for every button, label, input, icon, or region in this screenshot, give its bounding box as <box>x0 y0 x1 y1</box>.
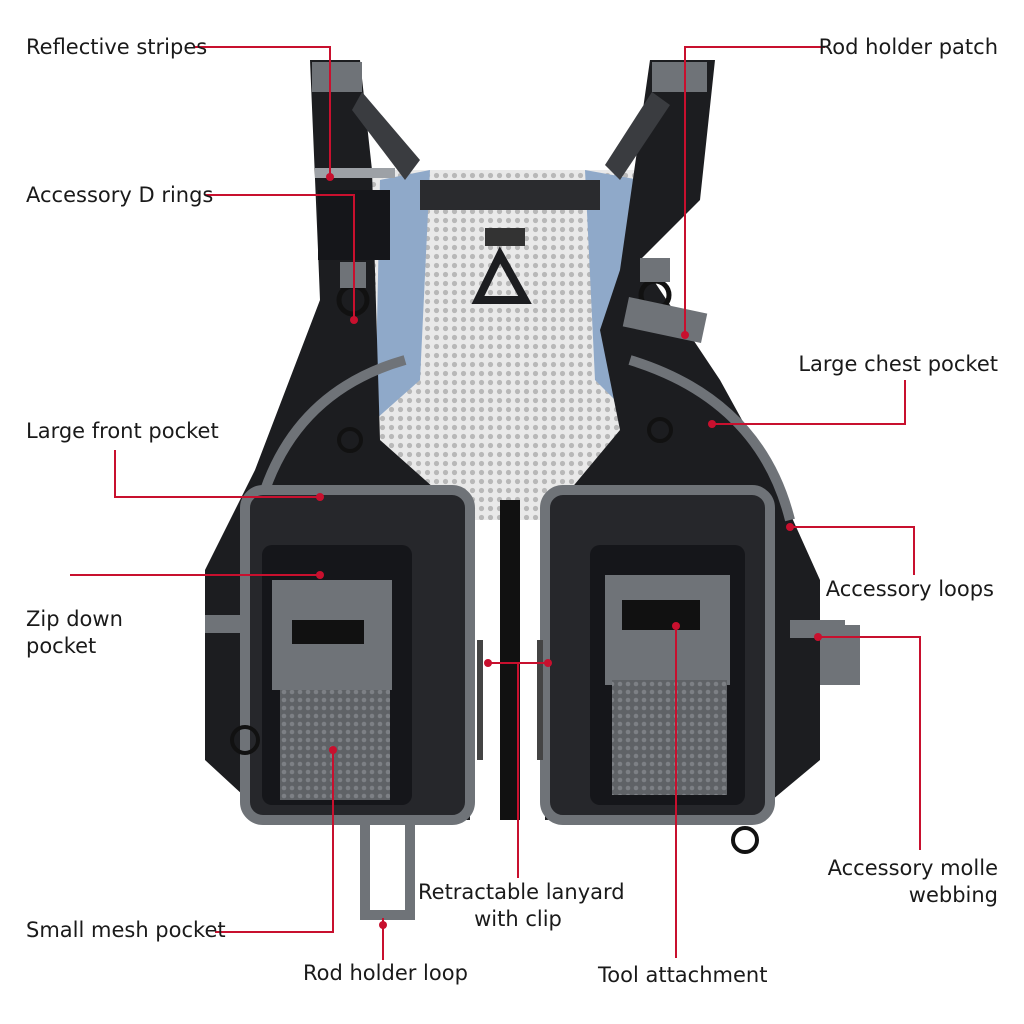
lanyard-coils <box>477 640 543 760</box>
label-accessory-loops: Accessory loops <box>825 577 994 601</box>
label-rod-holder-loop: Rod holder loop <box>303 961 468 985</box>
leader-dots <box>316 173 822 929</box>
molle-buckle <box>820 625 860 685</box>
right-hanging-clip <box>731 826 759 854</box>
back-tab <box>485 228 525 246</box>
back-mesh-panel <box>372 170 640 520</box>
label-reflective-stripes: Reflective stripes <box>26 35 208 59</box>
center-zipper <box>500 500 520 820</box>
left-patch <box>292 620 364 644</box>
label-small-mesh-pocket: Small mesh pocket <box>26 918 226 942</box>
left-chest-zip-trim <box>260 355 407 492</box>
label-accessory-d-rings: Accessory D rings <box>26 183 214 207</box>
right-chest-zip-trim <box>628 355 795 522</box>
back-collar <box>420 180 600 210</box>
leader-lines <box>70 46 921 960</box>
right-collar-trim <box>605 92 670 180</box>
back-d-ring <box>471 246 532 304</box>
left-small-mesh-pocket <box>280 690 390 800</box>
right-chest-ring <box>647 417 673 443</box>
left-strap-top <box>312 62 362 92</box>
rod-holder-loop <box>360 820 415 920</box>
reflective-stripe <box>315 168 395 178</box>
right-patch <box>622 600 700 630</box>
label-tool-attachment: Tool attachment <box>598 963 768 987</box>
right-strap-top <box>652 62 707 92</box>
left-side-strap <box>205 615 250 633</box>
right-d-ring-tab <box>640 258 670 282</box>
label-retractable-lanyard-line2: with clip <box>474 907 562 931</box>
left-chest-ring <box>337 427 363 453</box>
right-small-mesh-pocket <box>612 680 727 795</box>
label-zip-down-pocket-line1: Zip down <box>26 607 123 631</box>
left-hanging-clip <box>230 725 260 755</box>
left-collar-trim <box>352 92 420 180</box>
label-large-front-pocket: Large front pocket <box>26 419 219 443</box>
label-retractable-lanyard-line1: Retractable lanyard <box>418 880 625 904</box>
label-large-chest-pocket: Large chest pocket <box>798 352 998 376</box>
label-zip-down-pocket-line2: pocket <box>26 634 97 658</box>
label-accessory-molle-line2: webbing <box>908 883 998 907</box>
label-rod-holder-patch: Rod holder patch <box>818 35 998 59</box>
label-accessory-molle-line1: Accessory molle <box>827 856 998 880</box>
